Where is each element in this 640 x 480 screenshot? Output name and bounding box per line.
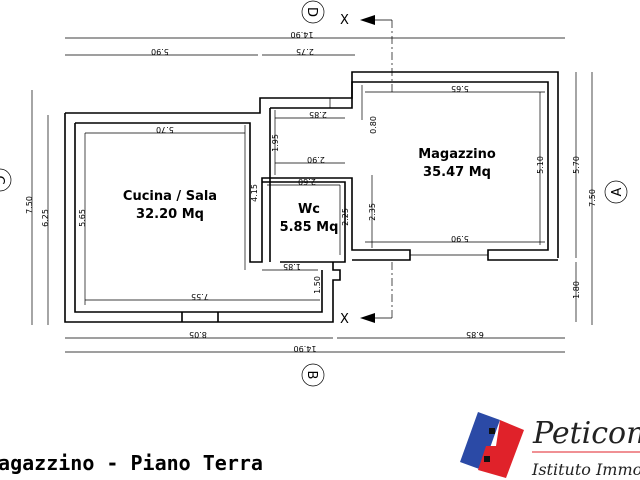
logo-blue-shape	[460, 412, 500, 470]
dim-door-height: 1.50	[313, 276, 322, 294]
logo-subtitle: Istituto Immobiliare	[531, 460, 640, 479]
room-wc-area: 5.85 Mq	[280, 220, 339, 235]
dim-cucina-right: 4.15	[250, 184, 259, 202]
dim-right-outer: 7.50	[588, 189, 597, 207]
logo-name: Peticone	[532, 416, 640, 451]
dim-left-outer: 7.50	[25, 196, 34, 214]
dim-mag-bottom: 5.90	[451, 234, 469, 243]
dimension-labels: 14.90 5.90 2.75 8.05 6.85 14.90 5.70 7.5…	[25, 30, 597, 353]
dim-mag-height: 5.10	[536, 156, 545, 174]
marker-d: D	[304, 7, 319, 17]
dim-wc-width: 2.60	[298, 177, 316, 186]
dim-top-left: 5.90	[151, 47, 169, 56]
dim-top-mid: 2.75	[296, 47, 314, 56]
logo-red-shape	[478, 420, 524, 478]
room-magazzino-name: Magazzino	[418, 147, 496, 162]
cut-marker-bottom: X	[340, 312, 349, 327]
room-cucina-name: Cucina / Sala	[123, 189, 217, 204]
dim-top-total: 14.90	[291, 30, 314, 39]
dim-wc-height: 2.25	[341, 208, 350, 226]
room-cucina-area: 32.20 Mq	[136, 207, 204, 222]
dim-mag-width: 5.65	[451, 84, 469, 93]
room-magazzino-area: 35.47 Mq	[423, 165, 491, 180]
marker-a: A	[610, 187, 625, 196]
dim-corridor-top: 2.85	[309, 110, 327, 119]
dim-mag-left: 2.35	[368, 203, 377, 221]
section-markers: D B A C	[0, 0, 628, 387]
dim-corridor-height: 1.95	[271, 134, 280, 152]
dim-cucina-height: 5.65	[78, 209, 87, 227]
dim-right-upper: 5.70	[572, 156, 581, 174]
dim-bottom-right: 6.85	[466, 330, 484, 339]
dim-right-lower: 1.80	[572, 281, 581, 299]
marker-c: C	[0, 175, 6, 184]
dim-cucina-bottom: 7.55	[191, 292, 209, 301]
plan-title: Magazzino - Piano Terra	[0, 451, 263, 475]
dimension-lines	[31, 37, 593, 353]
room-labels: Cucina / Sala 32.20 Mq Wc 5.85 Mq Magazz…	[123, 147, 496, 235]
dim-left-inner: 6.25	[41, 209, 50, 227]
logo: Peticone Istituto Immobiliare	[460, 412, 640, 479]
dim-door-width: 1.85	[283, 262, 301, 271]
dim-cucina-width: 5.70	[156, 125, 174, 134]
dim-bottom-total: 14.90	[294, 344, 317, 353]
room-wc-name: Wc	[298, 202, 320, 217]
marker-b: B	[304, 371, 319, 380]
dim-mag-step: 0.80	[369, 116, 378, 134]
dim-corridor-mid: 2.90	[307, 155, 325, 164]
dim-bottom-left: 8.05	[189, 330, 207, 339]
cut-marker-top: X	[340, 13, 349, 28]
section-cut-line: X X	[340, 13, 393, 327]
